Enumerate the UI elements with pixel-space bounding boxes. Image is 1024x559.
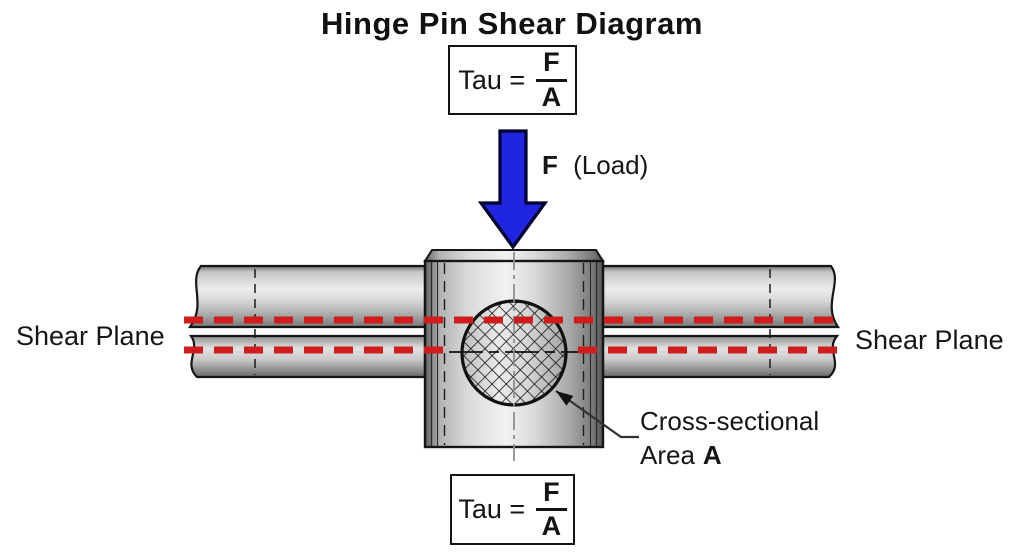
cross-section-label-line1: Cross-sectional (640, 406, 820, 436)
formula-lhs: Tau = (458, 494, 526, 524)
formula-fraction: F A (536, 48, 567, 111)
cross-section-area-word: Area (640, 440, 695, 470)
page-title: Hinge Pin Shear Diagram (321, 6, 703, 41)
shear-plane-label-left: Shear Plane (16, 321, 165, 351)
shear-stress-formula-top: Tau = F A (448, 45, 577, 115)
formula-lhs: Tau = (458, 64, 526, 95)
cross-section-area-symbol: A (702, 440, 722, 470)
load-label: F (Load) (542, 150, 648, 181)
leader-arrow-icon (555, 390, 639, 439)
formula-numerator: F (536, 48, 567, 82)
formula-denominator: A (541, 81, 562, 112)
shear-plane-lines (184, 316, 839, 354)
load-symbol: F (542, 150, 558, 180)
formula-numerator: F (536, 477, 567, 511)
load-text: (Load) (573, 150, 649, 180)
left-bar (187, 264, 427, 379)
formula-fraction: F A (536, 477, 567, 541)
shear-stress-formula-bottom: Tau = F A (450, 474, 575, 545)
formula-denominator: A (541, 511, 562, 541)
shear-plane-label-right: Shear Plane (855, 325, 1004, 355)
load-down-arrow-icon (477, 129, 549, 250)
right-bar (601, 264, 841, 379)
